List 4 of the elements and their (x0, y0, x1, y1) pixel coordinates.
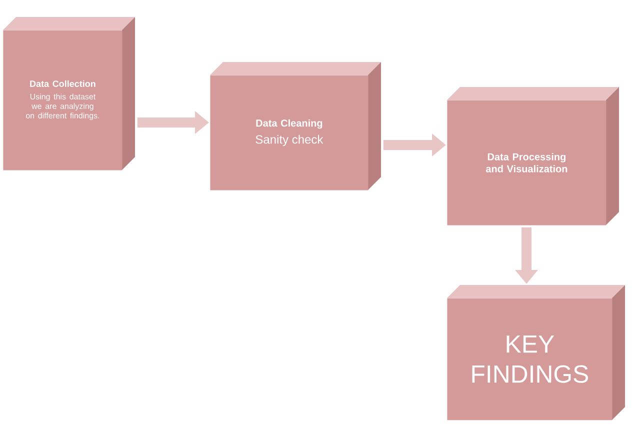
block-box: Data Collection Using this dataset we are analyzing on different findings. (3, 17, 135, 170)
block-box: Data Processing and Visualization (447, 87, 619, 226)
block-box: KEY FINDINGS (447, 284, 625, 420)
block-box: Data Cleaning Sanity check (210, 62, 381, 190)
